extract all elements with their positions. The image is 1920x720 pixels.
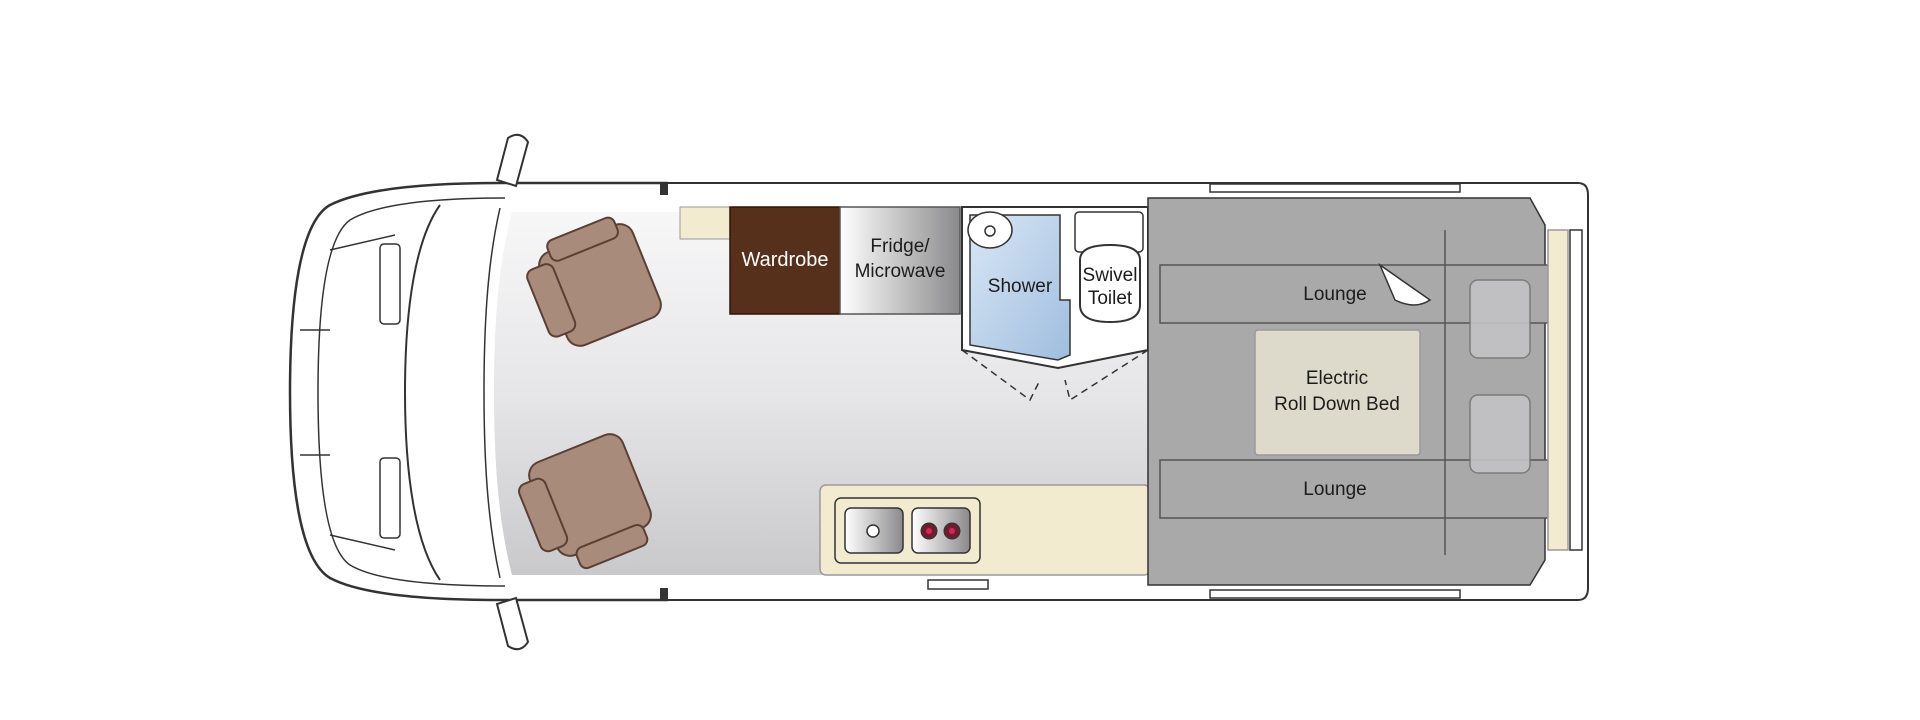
- wardrobe: [729, 206, 841, 315]
- shower-label: Shower: [988, 276, 1053, 297]
- roll-down-bed: [1254, 329, 1421, 456]
- wardrobe-label: Wardrobe: [741, 249, 828, 271]
- rear-cushion-upper: [1469, 279, 1531, 359]
- basin-drain: [984, 225, 996, 237]
- lounge-fold-corner: [1378, 262, 1432, 306]
- passenger-seat: [518, 433, 652, 570]
- awning-rail-top: [1209, 183, 1461, 193]
- rear-lounge-area: Lounge Lounge Electric Roll Down Bed: [1147, 197, 1569, 586]
- dashboard: [483, 207, 501, 579]
- kitchen-bench: [819, 484, 1151, 576]
- fridge-label-line1: Fridge/: [870, 236, 930, 257]
- step: [927, 579, 989, 590]
- bathroom: Shower Swivel Toilet: [961, 206, 1149, 402]
- cooktop: [911, 507, 971, 554]
- door-swing: [961, 349, 1149, 402]
- door-trim: [660, 183, 668, 195]
- right-headlamp: [379, 457, 401, 539]
- burner-left-center: [926, 528, 932, 534]
- shower-tray: [969, 214, 1071, 361]
- lounge-top-label: Lounge: [1303, 284, 1366, 305]
- swivel-toilet: [1079, 243, 1141, 324]
- small-cabinet: [679, 206, 731, 240]
- mirror-bottom: [495, 596, 530, 651]
- left-headlamp: [379, 243, 401, 325]
- cab-inner-line: [317, 197, 506, 587]
- door-trim: [660, 588, 668, 600]
- fridge-microwave: [839, 206, 961, 315]
- rear-cushion-lower: [1469, 394, 1531, 474]
- lounge-bottom-label: Lounge: [1303, 479, 1366, 500]
- toilet-label-line2: Toilet: [1088, 288, 1133, 309]
- toilet-label-line1: Swivel: [1083, 265, 1138, 286]
- driver-seat: [526, 216, 662, 347]
- rear-storage: [1547, 229, 1569, 551]
- awning-rail-bottom: [1209, 589, 1461, 599]
- burner-right-center: [949, 528, 955, 534]
- mirror-top: [495, 133, 530, 188]
- fridge-label-line2: Microwave: [855, 261, 946, 282]
- sink-drain: [866, 524, 880, 538]
- windscreen: [403, 204, 441, 581]
- bed-label-line1: Electric: [1306, 368, 1368, 389]
- bonnet-lines: [300, 234, 396, 551]
- bed-label-line2: Roll Down Bed: [1274, 394, 1400, 415]
- rear-door: [1569, 229, 1583, 551]
